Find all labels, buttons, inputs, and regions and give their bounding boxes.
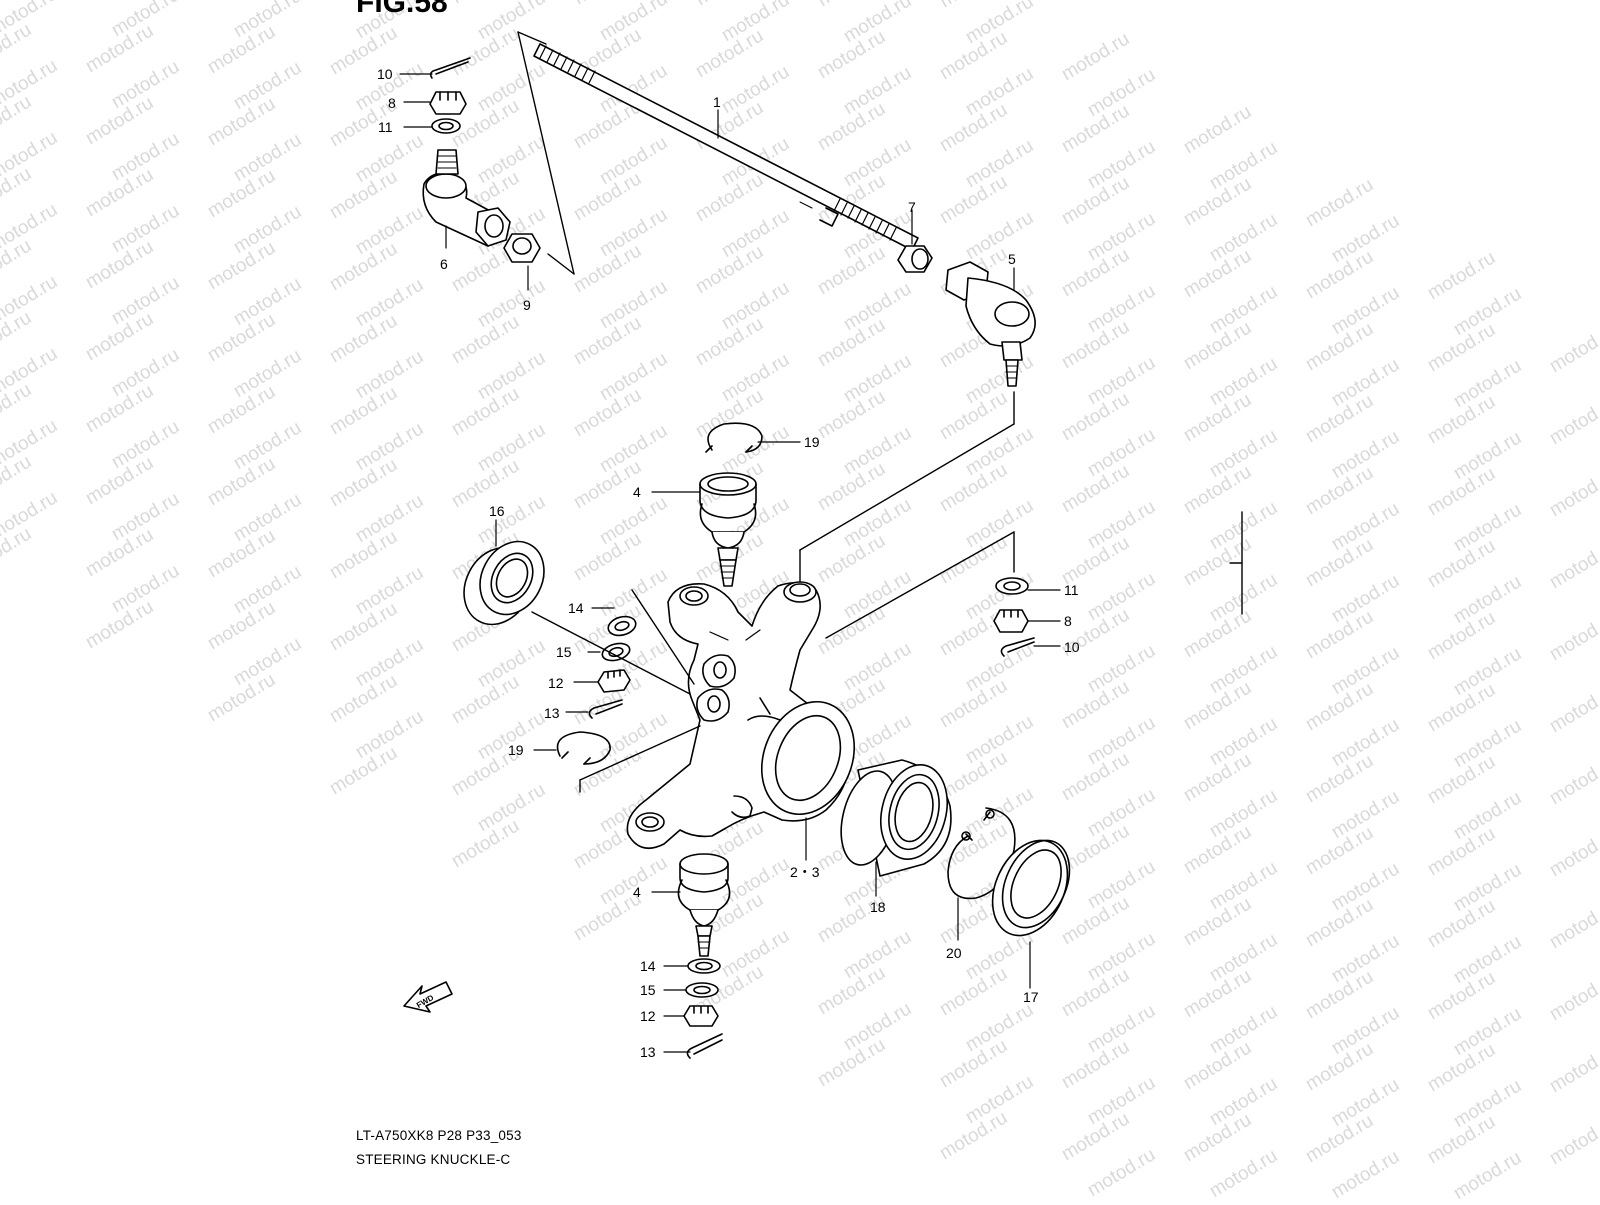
washer-part-14-upper[interactable] xyxy=(606,614,638,639)
figure-title: FIG.58 xyxy=(356,0,448,19)
callout-19-upper: 19 xyxy=(804,434,820,450)
callout-9: 9 xyxy=(523,297,531,313)
callout-19-lower: 19 xyxy=(508,742,524,758)
nut-part-9[interactable] xyxy=(503,233,541,263)
steering-knuckle-part-2-3[interactable] xyxy=(626,581,870,850)
callout-17: 17 xyxy=(1023,989,1039,1005)
cotter-pin-part-13-upper[interactable] xyxy=(588,699,623,719)
callout-4-lower: 4 xyxy=(633,884,641,900)
leader-lines xyxy=(399,73,1061,1053)
washer-part-14-lower[interactable] xyxy=(687,958,721,974)
callout-11-left: 11 xyxy=(378,119,393,135)
tie-rod-part-1[interactable] xyxy=(533,43,919,251)
nut-part-7[interactable] xyxy=(897,245,933,273)
assembly-bracket-top xyxy=(517,31,575,275)
callout-12-lower: 12 xyxy=(640,1008,656,1024)
ball-joint-part-4-lower[interactable] xyxy=(677,853,731,957)
tie-rod-end-part-5[interactable] xyxy=(945,261,1036,387)
ball-joint-part-4-upper[interactable] xyxy=(699,472,757,587)
circlip-part-20[interactable] xyxy=(947,807,1016,900)
callout-7: 7 xyxy=(908,199,916,215)
assembly-guide-lines xyxy=(531,391,1243,793)
washer-part-11-left[interactable] xyxy=(431,118,461,134)
callout-14-upper: 14 xyxy=(568,600,584,616)
castle-nut-part-8-right[interactable] xyxy=(993,609,1029,633)
callout-1: 1 xyxy=(713,94,721,110)
callout-2-3: 2・3 xyxy=(790,864,820,880)
callout-12-upper: 12 xyxy=(548,675,564,691)
callout-16: 16 xyxy=(489,503,505,519)
part-name: STEERING KNUCKLE-C xyxy=(356,1152,511,1167)
washer-part-11-right[interactable] xyxy=(995,577,1029,595)
callout-5: 5 xyxy=(1008,251,1016,267)
castle-nut-part-12-lower[interactable] xyxy=(683,1005,719,1027)
castle-nut-part-12-upper[interactable] xyxy=(597,669,631,693)
circlip-part-19-lower[interactable] xyxy=(556,731,611,765)
model-code: LT-A750XK8 P28 P33_053 xyxy=(356,1128,522,1143)
oil-seal-part-16[interactable] xyxy=(451,530,556,636)
cotter-pin-part-10-right[interactable] xyxy=(1000,637,1035,657)
callout-8-left: 8 xyxy=(388,95,396,111)
wheel-bearing-part-18[interactable] xyxy=(832,758,957,877)
washer-part-15-upper[interactable] xyxy=(600,641,631,664)
callout-13-upper: 13 xyxy=(544,705,560,721)
callout-4-upper: 4 xyxy=(633,484,641,500)
callout-labels: 1 2・3 4 4 5 6 7 8 8 9 10 10 11 11 12 12 … xyxy=(377,66,1080,1060)
callout-14-lower: 14 xyxy=(640,958,656,974)
tie-rod-end-part-6[interactable] xyxy=(422,149,511,247)
castle-nut-part-8-left[interactable] xyxy=(429,91,467,115)
oil-seal-part-17[interactable] xyxy=(978,828,1083,947)
callout-15-upper: 15 xyxy=(556,644,572,660)
callout-10-right: 10 xyxy=(1064,639,1080,655)
callout-10-left: 10 xyxy=(377,66,393,82)
callout-6: 6 xyxy=(440,256,448,272)
callout-13-lower: 13 xyxy=(640,1044,656,1060)
callout-8-right: 8 xyxy=(1064,613,1072,629)
callout-18: 18 xyxy=(870,899,886,915)
cotter-pin-part-13-lower[interactable] xyxy=(686,1033,723,1059)
cotter-pin-part-10-left[interactable] xyxy=(429,57,471,79)
forward-arrow-icon xyxy=(403,981,453,1013)
callout-20: 20 xyxy=(946,945,962,961)
callout-11-right: 11 xyxy=(1064,582,1079,598)
circlip-part-19-upper[interactable] xyxy=(705,422,763,453)
washer-part-15-lower[interactable] xyxy=(685,982,719,998)
callout-15-lower: 15 xyxy=(640,982,656,998)
